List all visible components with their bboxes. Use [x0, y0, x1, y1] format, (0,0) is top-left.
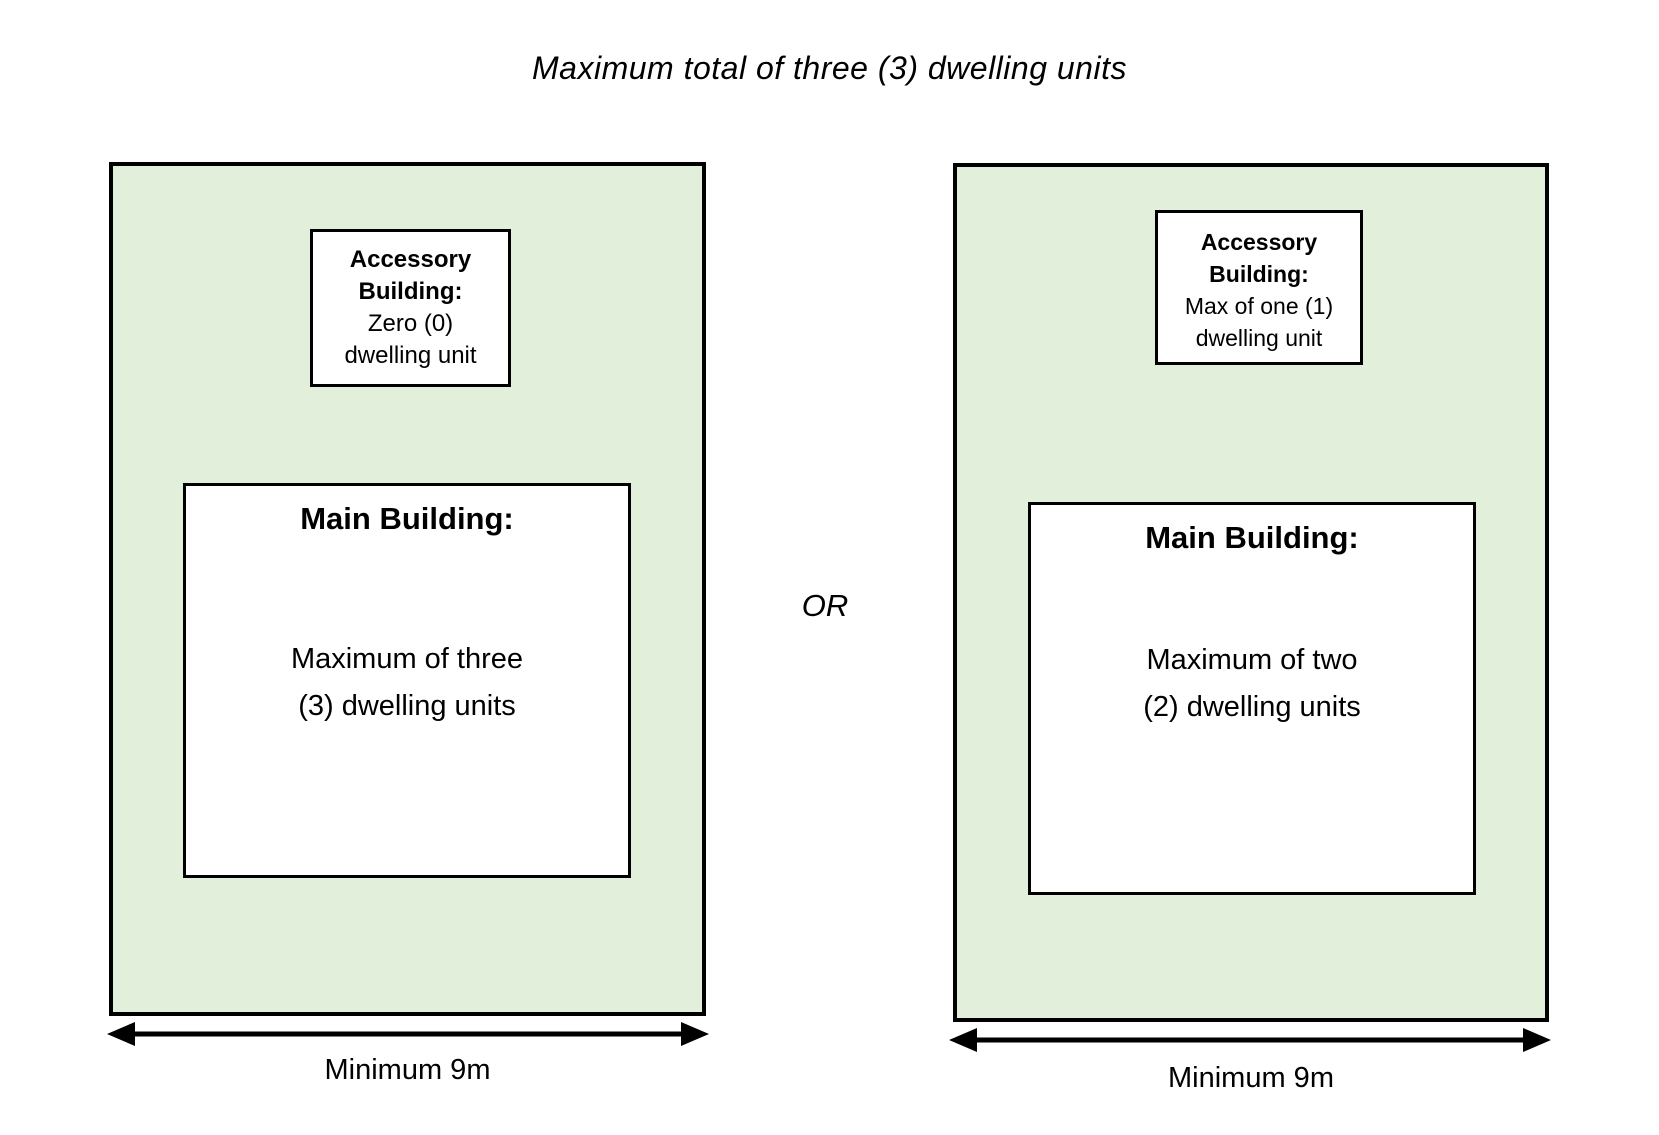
- width-dimension-label-b: Minimum 9m: [1168, 1062, 1334, 1094]
- main-building-body: Maximum of two (2) dwelling units: [1031, 637, 1473, 731]
- main-building-title: Main Building:: [300, 501, 514, 536]
- width-dimension-arrow-a: [107, 1022, 709, 1046]
- accessory-building-body-line1: Zero (0): [367, 310, 454, 337]
- accessory-building-body-line1: Max of one (1): [1184, 293, 1334, 319]
- arrowhead-right-icon: [1523, 1028, 1551, 1052]
- main-building-box-b: Main Building: Maximum of two (2) dwelli…: [1028, 502, 1476, 895]
- main-building-body-line2: (3) dwelling units: [298, 690, 516, 722]
- main-building-body-line2: (2) dwelling units: [1143, 691, 1361, 723]
- accessory-building-title-line2: Building:: [358, 278, 463, 305]
- accessory-building-body-line2: dwelling unit: [1195, 325, 1323, 351]
- accessory-building-title-line1: Accessory: [349, 246, 472, 273]
- lot-parcel-a: Accessory Building: Zero (0) dwelling un…: [109, 162, 706, 1016]
- accessory-building-box-b: Accessory Building: Max of one (1) dwell…: [1155, 210, 1363, 365]
- main-building-title: Main Building:: [1145, 520, 1359, 555]
- arrowhead-right-icon: [681, 1022, 709, 1046]
- or-separator-label: OR: [801, 588, 849, 623]
- width-dimension-label-a: Minimum 9m: [324, 1054, 491, 1086]
- main-building-body-line1: Maximum of three: [290, 643, 524, 675]
- lot-parcel-b: Accessory Building: Max of one (1) dwell…: [953, 163, 1549, 1022]
- width-dimension-arrow-b: [949, 1028, 1551, 1052]
- accessory-building-box-a: Accessory Building: Zero (0) dwelling un…: [310, 229, 511, 387]
- arrowhead-left-icon: [949, 1028, 977, 1052]
- accessory-building-title-line2: Building:: [1209, 261, 1309, 287]
- arrowhead-left-icon: [107, 1022, 135, 1046]
- main-building-body: Maximum of three (3) dwelling units: [186, 636, 628, 730]
- accessory-building-body-line2: dwelling unit: [344, 342, 477, 369]
- diagram-title: Maximum total of three (3) dwelling unit…: [532, 50, 1127, 86]
- accessory-building-title-line1: Accessory: [1200, 229, 1318, 255]
- main-building-box-a: Main Building: Maximum of three (3) dwel…: [183, 483, 631, 878]
- main-building-body-line1: Maximum of two: [1146, 644, 1358, 676]
